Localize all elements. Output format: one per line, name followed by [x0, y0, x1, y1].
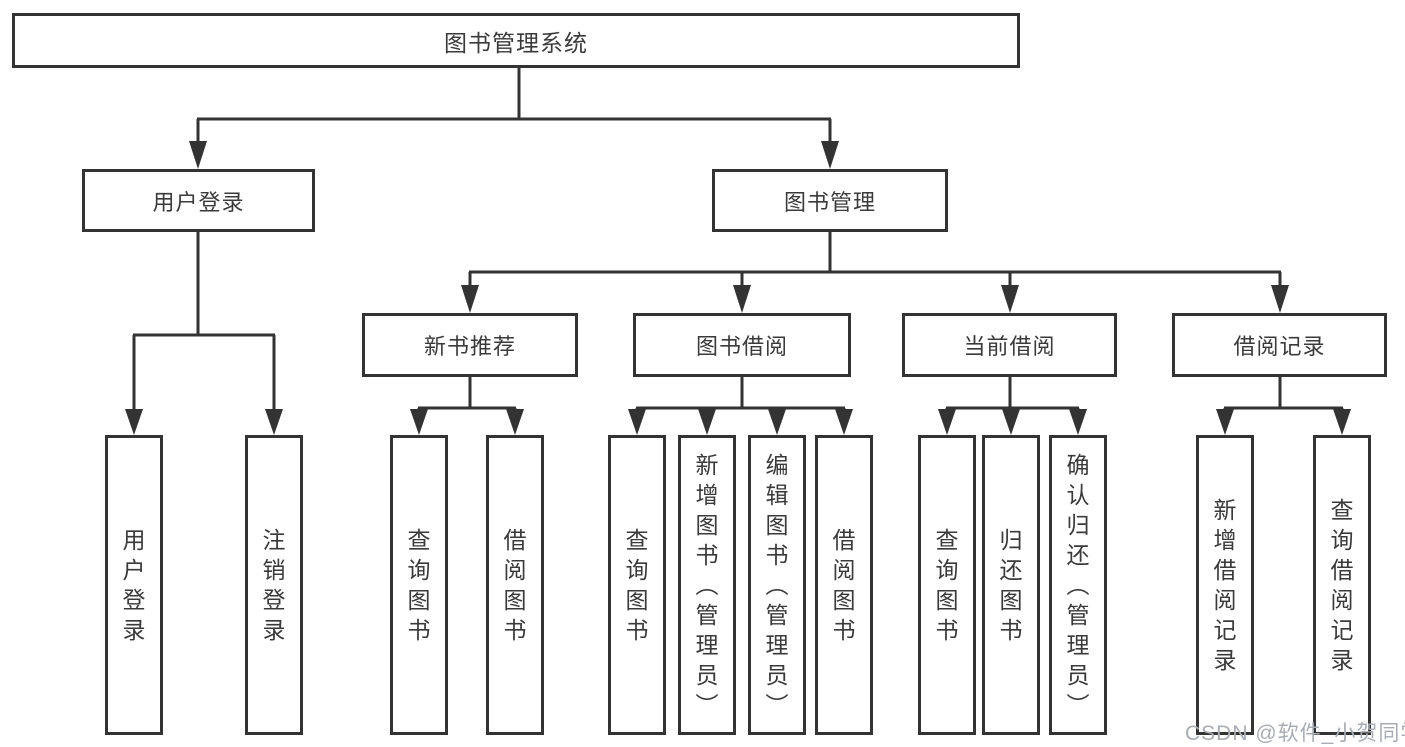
arrowhead: [189, 141, 207, 169]
arrowhead: [125, 409, 143, 435]
node-label: 确 认 归 还 ︵ 管 理 员 ︶: [1066, 452, 1090, 718]
arrowhead: [835, 409, 853, 435]
arrowhead: [1333, 409, 1351, 435]
arrowhead: [265, 409, 283, 435]
arrowheads: [125, 141, 1351, 435]
arrowhead: [410, 409, 428, 435]
arrowhead: [506, 409, 524, 435]
leaf-query-books-current: 查 询 图 书: [918, 435, 976, 735]
arrowhead: [1001, 285, 1019, 313]
node-user-login: 用户登录: [82, 169, 315, 232]
leaf-query-books-recommend: 查 询 图 书: [390, 435, 448, 735]
node-label: 归 还 图 书: [999, 527, 1023, 643]
leaf-query-borrow-record: 查 询 借 阅 记 录: [1313, 435, 1371, 735]
arrowhead: [733, 285, 751, 313]
node-label: 图书借阅: [695, 334, 788, 359]
node-borrowing-records: 借阅记录: [1172, 313, 1387, 377]
node-current-borrowing: 当前借阅: [902, 313, 1117, 377]
leaf-borrow-books-borrowing: 借 阅 图 书: [815, 435, 873, 735]
node-label: 借阅记录: [1233, 334, 1326, 359]
leaf-query-books-borrowing: 查 询 图 书: [608, 435, 666, 735]
node-library-system: 图书管理系统: [12, 13, 1020, 68]
node-label: 当前借阅: [963, 334, 1056, 359]
node-label: 新 增 借 阅 记 录: [1213, 497, 1237, 673]
node-label: 用 户 登 录: [122, 527, 146, 643]
leaf-add-borrow-record: 新 增 借 阅 记 录: [1196, 435, 1254, 735]
node-new-book-recommendation: 新书推荐: [362, 313, 578, 377]
arrowhead: [768, 409, 786, 435]
arrowhead: [938, 409, 956, 435]
node-label: 查 询 图 书: [935, 527, 959, 643]
node-label: 注 销 登 录: [262, 527, 286, 643]
arrowhead: [821, 141, 839, 169]
leaf-confirm-return-admin: 确 认 归 还 ︵ 管 理 员 ︶: [1049, 435, 1107, 735]
leaf-borrow-books-recommend: 借 阅 图 书: [486, 435, 544, 735]
arrowhead: [1271, 285, 1289, 313]
node-label: 查 询 图 书: [407, 527, 431, 643]
arrowhead: [1216, 409, 1234, 435]
arrowhead: [628, 409, 646, 435]
leaf-edit-book-admin: 编 辑 图 书 ︵ 管 理 员 ︶: [748, 435, 806, 735]
node-label: 图书管理系统: [444, 29, 588, 56]
node-book-management: 图书管理: [712, 169, 948, 232]
node-label: 编 辑 图 书 ︵ 管 理 员 ︶: [765, 452, 789, 718]
node-label: 用户登录: [152, 189, 245, 215]
node-label: 借 阅 图 书: [503, 527, 527, 643]
node-label: 查 询 图 书: [625, 527, 649, 643]
leaf-add-book-admin: 新 增 图 书 ︵ 管 理 员 ︶: [678, 435, 736, 735]
leaf-user-login: 用 户 登 录: [105, 435, 163, 735]
arrowhead: [698, 409, 716, 435]
node-label: 新 增 图 书 ︵ 管 理 员 ︶: [695, 452, 719, 718]
node-label: 图书管理: [783, 189, 876, 215]
arrowhead: [461, 285, 479, 313]
arrowhead: [1002, 409, 1020, 435]
node-book-borrowing: 图书借阅: [633, 313, 851, 377]
arrowhead: [1069, 409, 1087, 435]
node-label: 新书推荐: [423, 334, 516, 359]
node-label: 查 询 借 阅 记 录: [1330, 497, 1354, 673]
node-label: 借 阅 图 书: [832, 527, 856, 643]
leaf-return-books: 归 还 图 书: [982, 435, 1040, 735]
leaf-logout: 注 销 登 录: [245, 435, 303, 735]
watermark-text: CSDN @软件_小贺同学: [1185, 722, 1405, 745]
